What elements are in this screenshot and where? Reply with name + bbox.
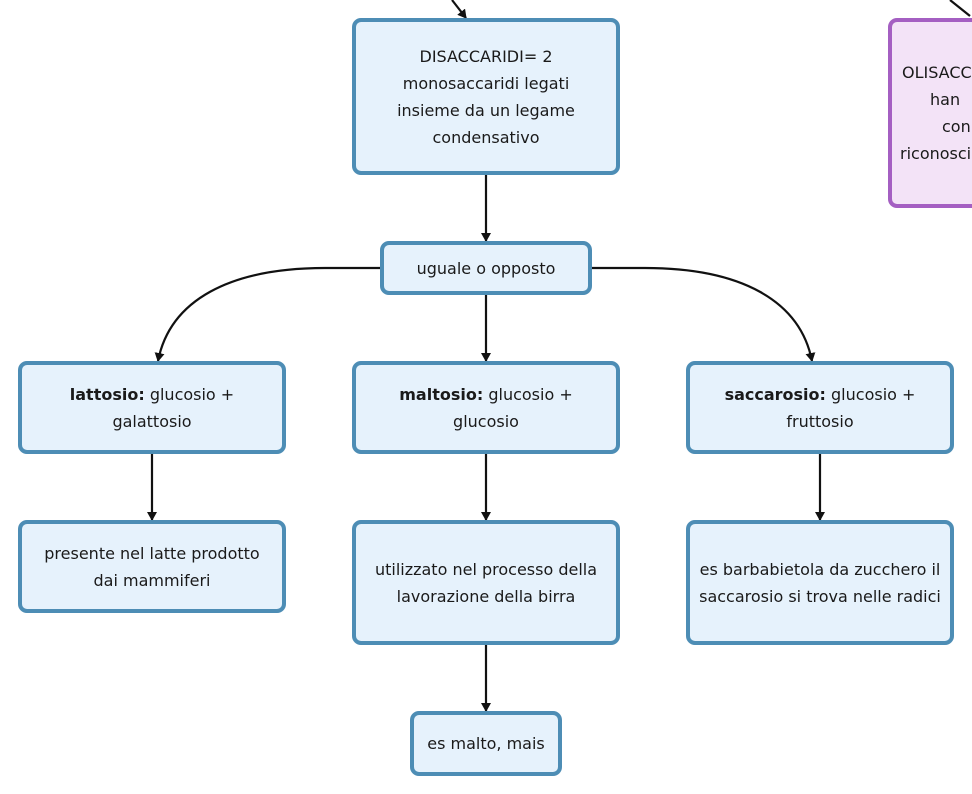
node-lattosio-text: lattosio: glucosio + galattosio	[58, 381, 246, 435]
node-birra[interactable]: utilizzato nel processo della lavorazion…	[352, 520, 620, 645]
node-birra-text: utilizzato nel processo della lavorazion…	[374, 559, 598, 606]
node-maltosio-text: maltosio: glucosio + glucosio	[392, 381, 580, 435]
node-latte[interactable]: presente nel latte prodotto dai mammifer…	[18, 520, 286, 613]
node-disaccaridi[interactable]: DISACCARIDI= 2 monosaccaridi legati insi…	[352, 18, 620, 175]
node-olisaccaridi-text: OLISACC han con riconosci	[900, 59, 972, 167]
edge-uguale-lattosio	[154, 266, 380, 362]
maltosio-desc: glucosio + glucosio	[453, 384, 573, 431]
node-maltosio[interactable]: maltosio: glucosio + glucosio	[352, 361, 620, 454]
saccarosio-name: saccarosio:	[724, 384, 826, 404]
node-lattosio[interactable]: lattosio: glucosio + galattosio	[18, 361, 286, 454]
saccarosio-desc: glucosio + fruttosio	[786, 384, 916, 431]
node-saccarosio[interactable]: saccarosio: glucosio + fruttosio	[686, 361, 954, 454]
node-barbabietola-text: es barbabietola da zucchero il saccarosi…	[699, 559, 941, 606]
node-uguale-opposto-text: uguale o opposto	[416, 258, 556, 278]
node-saccarosio-text: saccarosio: glucosio + fruttosio	[716, 381, 924, 435]
olisaccaridi-line-4: riconosci	[900, 144, 972, 163]
node-disaccaridi-text: DISACCARIDI= 2 monosaccaridi legati insi…	[397, 46, 575, 147]
node-malto[interactable]: es malto, mais	[410, 711, 562, 776]
lattosio-desc: glucosio + galattosio	[112, 384, 235, 431]
edge-incoming-disaccaridi	[451, 0, 467, 19]
node-uguale-opposto[interactable]: uguale o opposto	[380, 241, 592, 295]
node-malto-text: es malto, mais	[427, 734, 545, 753]
node-latte-text: presente nel latte prodotto dai mammifer…	[44, 543, 260, 590]
olisaccaridi-line-1: OLISACC	[902, 63, 972, 82]
maltosio-name: maltosio:	[399, 384, 484, 404]
node-olisaccaridi[interactable]: OLISACC han con riconosci	[888, 18, 972, 208]
edge-incoming-olisaccaridi	[949, 0, 971, 17]
lattosio-name: lattosio:	[69, 384, 145, 404]
olisaccaridi-line-3: con	[942, 117, 971, 136]
edge-uguale-saccarosio	[592, 266, 816, 362]
node-barbabietola[interactable]: es barbabietola da zucchero il saccarosi…	[686, 520, 954, 645]
olisaccaridi-line-2: han	[930, 90, 961, 109]
